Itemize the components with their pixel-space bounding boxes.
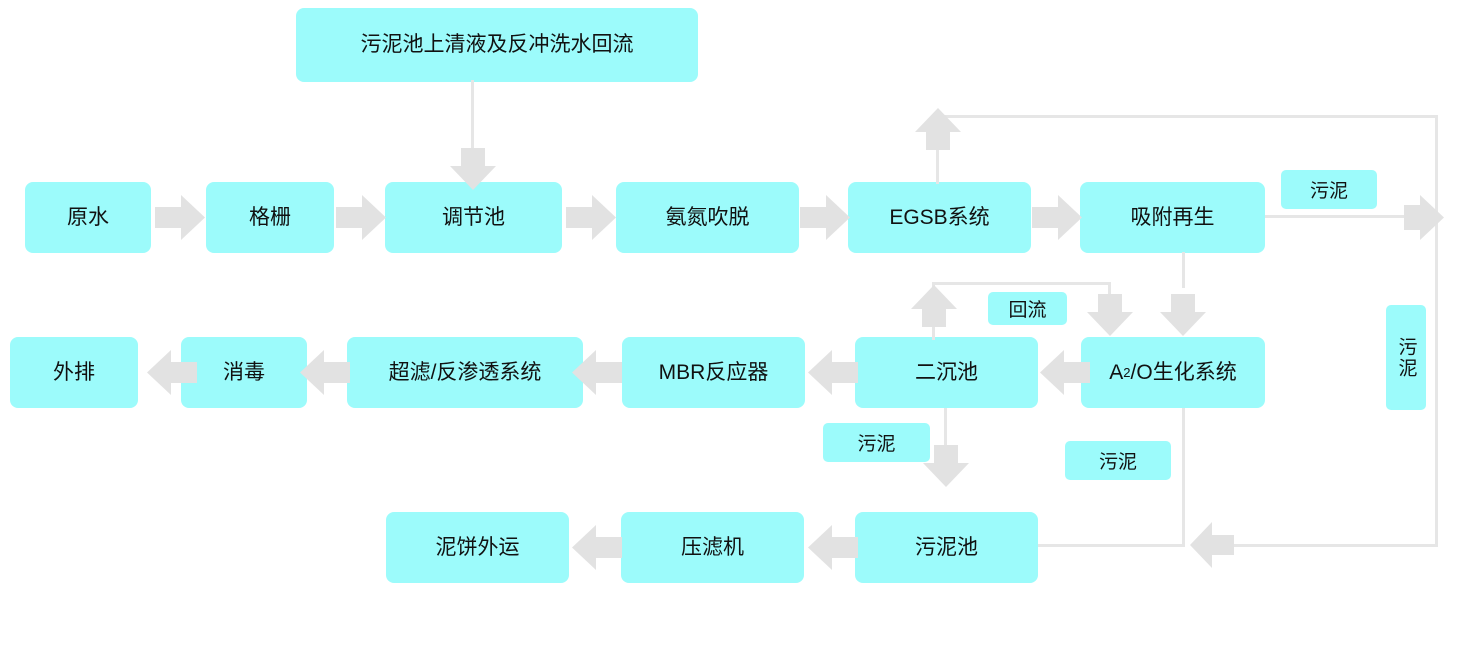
- node-ammonia-stripping[interactable]: 氨氮吹脱: [616, 182, 799, 253]
- line-egsb-return-connector: [936, 115, 969, 118]
- line-ao-to-sludgetank: [1038, 544, 1185, 547]
- node-mud-cake-transport[interactable]: 泥饼外运: [386, 512, 569, 583]
- node-sludge-tank[interactable]: 污泥池: [855, 512, 1038, 583]
- node-mbr-reactor[interactable]: MBR反应器: [622, 337, 805, 408]
- ao-prefix: A: [1109, 360, 1124, 384]
- line-egsb-uparrow-shaft: [936, 140, 939, 184]
- arrow-sludgetank-to-filterpress: [808, 525, 858, 570]
- line-reflux-to-regulating: [471, 80, 474, 152]
- arrow-reflux-down-into-ao: [1087, 294, 1133, 336]
- node-disinfection[interactable]: 消毒: [181, 337, 307, 408]
- label-sludge-secondary: 污泥: [823, 423, 930, 462]
- node-regulating-tank[interactable]: 调节池: [385, 182, 562, 253]
- arrow-egsb-to-adsorption: [1032, 195, 1082, 240]
- label-reflux: 回流: [988, 292, 1067, 325]
- line-reflux-horizontal: [932, 282, 1111, 285]
- node-uf-ro-system[interactable]: 超滤/反渗透系统: [347, 337, 583, 408]
- arrow-up-into-secondary: [911, 285, 957, 327]
- line-top-return-horizontal: [966, 115, 1438, 118]
- arrow-up-into-egsb: [915, 108, 961, 150]
- node-reflux-top[interactable]: 污泥池上清液及反冲洗水回流: [296, 8, 698, 82]
- arrow-right-return-to-sludgetank: [1190, 522, 1234, 568]
- node-raw-water[interactable]: 原水: [25, 182, 151, 253]
- arrow-ao-to-secondary: [1040, 350, 1090, 395]
- arrow-adsorption-sludge-out: [1404, 195, 1444, 240]
- arrow-ufro-to-disinfection: [300, 350, 350, 395]
- arrow-disinfection-to-discharge: [147, 350, 197, 395]
- line-secondary-down: [944, 408, 947, 448]
- line-ao-down: [1182, 408, 1185, 546]
- arrow-adsorption-down-into-ao: [1160, 294, 1206, 336]
- node-adsorption-regeneration[interactable]: 吸附再生: [1080, 182, 1265, 253]
- line-adsorption-sludge: [1265, 215, 1412, 218]
- node-secondary-sedimentation[interactable]: 二沉池: [855, 337, 1038, 408]
- node-discharge[interactable]: 外排: [10, 337, 138, 408]
- arrow-secondary-to-mbr: [808, 350, 858, 395]
- arrow-grille-to-regulating: [336, 195, 386, 240]
- label-sludge-adsorption: 污泥: [1281, 170, 1377, 209]
- line-bottom-return-horizontal: [1228, 544, 1438, 547]
- arrow-raw-to-grille: [155, 195, 205, 240]
- label-sludge-ao: 污泥: [1065, 441, 1171, 480]
- arrow-ammonia-to-egsb: [800, 195, 850, 240]
- node-filter-press[interactable]: 压滤机: [621, 512, 804, 583]
- node-egsb[interactable]: EGSB系统: [848, 182, 1031, 253]
- arrow-filterpress-to-mudcake: [572, 525, 622, 570]
- arrow-mbr-to-ufro: [572, 350, 622, 395]
- line-adsorption-down: [1182, 252, 1185, 288]
- ao-suffix: /O生化系统: [1130, 360, 1237, 384]
- arrow-secondary-down-to-sludgetank: [923, 445, 969, 487]
- arrow-regulating-to-ammonia: [566, 195, 616, 240]
- label-sludge-right-vertical: 污泥: [1386, 305, 1426, 410]
- node-grille[interactable]: 格栅: [206, 182, 334, 253]
- line-right-vertical-return: [1435, 115, 1438, 546]
- arrow-reflux-down-to-regulating: [450, 148, 496, 190]
